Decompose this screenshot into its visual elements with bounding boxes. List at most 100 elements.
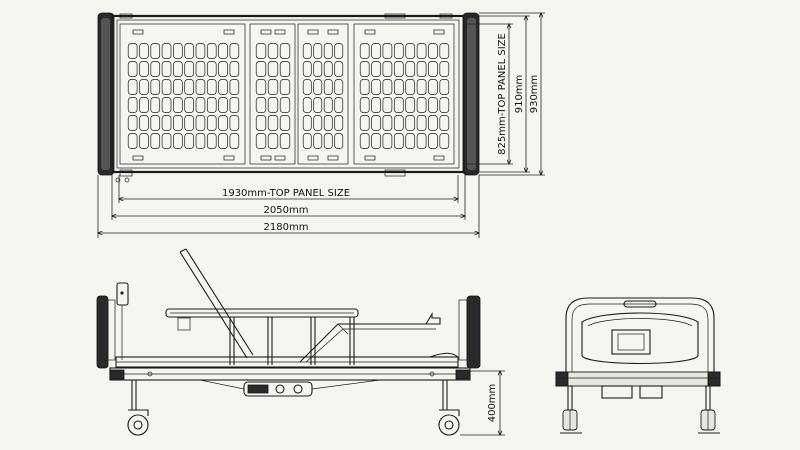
- deck-slot: [439, 133, 450, 149]
- deck-slot: [416, 43, 427, 59]
- deck-slot: [184, 133, 194, 149]
- actuator: [243, 381, 313, 397]
- deck-slot: [173, 133, 183, 149]
- deck-slot: [195, 61, 206, 77]
- deck-slot: [195, 133, 206, 149]
- deck-slot: [184, 115, 194, 131]
- deck-slot: [428, 115, 438, 131]
- top-view: [97, 12, 480, 183]
- deck-slot: [359, 79, 370, 95]
- hand-control: [116, 282, 129, 306]
- deck-slot: [313, 61, 323, 77]
- deck-slot: [371, 115, 381, 131]
- deck-slot: [229, 43, 240, 59]
- deck-slot: [405, 133, 416, 149]
- dim-inner-length: 2050mm: [264, 205, 309, 216]
- deck-slot: [382, 61, 393, 77]
- width-dimensions: 825mm-TOP PANEL SIZE 910mm 930mm: [465, 13, 545, 175]
- deck-slot: [393, 115, 404, 131]
- deck-slot: [195, 97, 206, 113]
- deck-slot: [195, 43, 206, 59]
- deck-slot: [139, 97, 149, 113]
- deck-slot: [405, 97, 416, 113]
- end-view-headboard: [565, 297, 715, 381]
- deck-slot: [267, 115, 279, 131]
- deck-slot: [161, 43, 172, 59]
- deck-slot: [161, 79, 172, 95]
- deck-slot: [206, 61, 217, 77]
- side-view-caster-left: [127, 380, 149, 436]
- deck-slot: [206, 43, 217, 59]
- deck-slot: [382, 79, 393, 95]
- deck-slot: [439, 97, 450, 113]
- deck-slot: [218, 61, 228, 77]
- deck-slot: [255, 97, 267, 113]
- panel-tab: [274, 155, 286, 161]
- deck-slot: [393, 43, 404, 59]
- panel-tab: [132, 155, 144, 161]
- deck-slot: [127, 43, 138, 59]
- dim-overall-length: 2180mm: [264, 222, 309, 233]
- deck-slot: [150, 133, 161, 149]
- deck-slot: [359, 115, 370, 131]
- deck-slot: [334, 133, 344, 149]
- deck-slot: [255, 61, 267, 77]
- deck-slot: [405, 79, 416, 95]
- deck-slot: [428, 61, 438, 77]
- deck-slot: [206, 97, 217, 113]
- deck-slot: [161, 115, 172, 131]
- deck-slot: [161, 133, 172, 149]
- panel-tab: [433, 29, 445, 35]
- deck-slot: [428, 133, 438, 149]
- deck-slot: [428, 97, 438, 113]
- deck-slot: [139, 79, 149, 95]
- deck-slot: [127, 115, 138, 131]
- deck-slot: [150, 97, 161, 113]
- deck-slot: [267, 61, 279, 77]
- deck-slot: [439, 61, 450, 77]
- deck-slot: [279, 133, 291, 149]
- deck-slot: [302, 79, 312, 95]
- deck-slot: [405, 61, 416, 77]
- deck-slot: [229, 115, 240, 131]
- deck-slot: [313, 79, 323, 95]
- deck-slot: [302, 61, 312, 77]
- deck-slot: [127, 61, 138, 77]
- panel-tab: [132, 29, 144, 35]
- deck-slot: [139, 115, 149, 131]
- deck-slot: [229, 79, 240, 95]
- panel-tab: [274, 29, 286, 35]
- deck-slot: [150, 79, 161, 95]
- deck-slot: [334, 97, 344, 113]
- deck-slot: [416, 115, 427, 131]
- deck-slot: [313, 97, 323, 113]
- deck-slot: [382, 43, 393, 59]
- deck-slot: [302, 115, 312, 131]
- panel-tab: [223, 155, 235, 161]
- deck-slot: [139, 61, 149, 77]
- deck-slot: [416, 61, 427, 77]
- dim-overall-width: 930mm: [529, 75, 540, 114]
- deck-slot: [206, 79, 217, 95]
- deck-slot: [127, 79, 138, 95]
- deck-slot: [229, 97, 240, 113]
- deck-slot: [229, 133, 240, 149]
- raised-backrest: [179, 248, 254, 359]
- deck-slot: [359, 97, 370, 113]
- deck-slot: [150, 115, 161, 131]
- deck-slot: [393, 61, 404, 77]
- deck-slot: [267, 79, 279, 95]
- panel-tab: [327, 155, 339, 161]
- deck-slot: [428, 43, 438, 59]
- deck-slot: [161, 61, 172, 77]
- end-view: [555, 297, 721, 434]
- deck-slot: [184, 79, 194, 95]
- dim-deck-height: 400mm: [487, 384, 498, 423]
- deck-slot: [334, 79, 344, 95]
- deck-slot: [173, 115, 183, 131]
- deck-slot: [206, 115, 217, 131]
- panel-tab: [307, 155, 319, 161]
- panel-tab: [364, 155, 376, 161]
- panel-tab: [433, 155, 445, 161]
